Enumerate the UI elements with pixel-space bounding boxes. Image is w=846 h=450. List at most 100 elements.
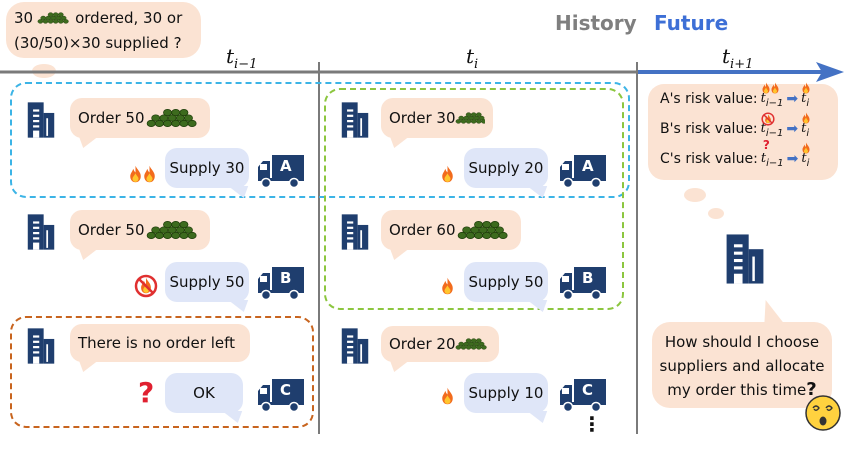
order-text: Order 60: [389, 220, 456, 239]
risk-current: ti: [801, 112, 810, 139]
truck-icon: B: [256, 265, 306, 301]
truck-icon: B: [558, 265, 608, 301]
truck-icon: A: [558, 153, 608, 189]
fire-icon: [130, 165, 141, 183]
question-icon: ?: [762, 138, 770, 152]
future-label: Future: [654, 11, 729, 35]
note-line-2: (30/50)×30 supplied ?: [14, 34, 182, 52]
bean-pile-icon: [458, 220, 509, 240]
no-fire-icon: [761, 112, 775, 126]
current-ab-group: [324, 88, 624, 310]
order-bubble: Order 50: [70, 210, 210, 250]
fire-icon: [802, 112, 810, 124]
bean-pile-icon: [455, 112, 485, 124]
fire-icon: [802, 82, 810, 94]
risk-current: ti: [801, 82, 810, 109]
order-bubble: Order 20: [381, 326, 499, 362]
divider-history-current: [318, 62, 320, 434]
bean-pile-icon: [147, 108, 198, 128]
risk-label: C's risk value:: [660, 151, 758, 168]
bean-pile-icon: [456, 338, 488, 350]
truck-label: B: [582, 269, 594, 287]
supply-bubble: OK: [165, 373, 243, 413]
risk-row-b: B's risk value: ti−1 ➡ ti: [660, 112, 810, 139]
supply-text: OK: [193, 384, 215, 402]
supply-text: Supply 50: [468, 273, 544, 291]
order-text: Order 20: [389, 334, 456, 353]
supply-bubble: Supply 20: [464, 148, 548, 188]
question-icon: ?: [138, 376, 155, 409]
truck-label: A: [280, 157, 292, 175]
truck-icon: C: [558, 377, 608, 413]
divider-current-future: [636, 62, 638, 434]
supplier-c-history-group: [10, 316, 314, 428]
more-suppliers-ellipsis: ⋮: [582, 412, 602, 436]
time-label-prev: ti−1: [226, 44, 258, 72]
question-text: How should I choose suppliers and alloca…: [659, 333, 825, 400]
risk-row-c: C's risk value: ? ti−1 ➡ ti: [660, 138, 810, 169]
building-icon: [341, 214, 369, 250]
supply-bubble: Supply 10: [464, 373, 548, 413]
note-line-1: 30 ordered, 30 or: [14, 9, 182, 27]
thought-dot: [684, 188, 706, 202]
risk-label: A's risk value:: [660, 91, 758, 108]
truck-icon: A: [256, 153, 306, 189]
risk-prev: ? ti−1: [760, 138, 784, 169]
bean-pile-icon: [147, 220, 198, 240]
risk-current: ti: [801, 142, 810, 169]
fire-icon: [442, 277, 453, 295]
bean-pile-icon: [37, 12, 69, 24]
arrow-right-icon: ➡: [786, 151, 799, 168]
risk-thought-bubble: [648, 84, 838, 180]
arrow-right-icon: ➡: [786, 121, 799, 138]
bubble-tail: [755, 300, 785, 324]
question-note-bubble: [6, 2, 201, 58]
fire-icon: [442, 165, 453, 183]
building-icon: [27, 214, 55, 250]
fire-icon: [144, 165, 155, 183]
order-text: There is no order left: [78, 333, 235, 352]
time-label-current: ti: [466, 44, 479, 72]
supply-text: Supply 30: [169, 159, 245, 177]
building-icon: [341, 328, 369, 364]
risk-prev: ti−1: [761, 82, 783, 109]
supply-bubble: Supply 50: [165, 262, 249, 302]
order-text: Order 50: [78, 220, 145, 239]
building-icon: [726, 234, 764, 284]
dizzy-face-icon: [805, 395, 841, 431]
question-bubble: [652, 322, 832, 408]
timeline: [0, 62, 844, 82]
order-bubble: Order 30: [381, 98, 493, 138]
supply-text: Supply 50: [169, 273, 245, 291]
truck-label: C: [280, 381, 292, 399]
order-bubble: Order 60: [381, 210, 521, 250]
supply-bubble: Supply 50: [464, 262, 548, 302]
time-label-next: ti+1: [722, 44, 754, 72]
risk-label: B's risk value:: [660, 121, 758, 138]
history-label: History: [555, 11, 637, 35]
supply-bubble: Supply 30: [165, 148, 249, 188]
arrow-head-icon: [816, 62, 844, 82]
building-icon: [27, 102, 55, 138]
supply-text: Supply 10: [468, 384, 544, 402]
truck-label: C: [582, 381, 594, 399]
supplier-a-group: [10, 82, 630, 198]
arrow-right-icon: ➡: [786, 91, 799, 108]
note-prefix: 30: [14, 9, 34, 27]
note-suffix: ordered, 30 or: [75, 9, 183, 27]
risk-row-a: A's risk value: ti−1 ➡ ti: [660, 82, 810, 109]
order-bubble: There is no order left: [70, 324, 250, 362]
supply-text: Supply 20: [468, 159, 544, 177]
truck-label: B: [280, 269, 292, 287]
fire-icon: [442, 387, 453, 405]
building-icon: [341, 102, 369, 138]
order-text: Order 50: [78, 108, 145, 127]
thought-dot: [708, 208, 724, 219]
building-icon: [27, 328, 55, 364]
truck-label: A: [582, 157, 594, 175]
order-bubble: Order 50: [70, 98, 210, 138]
risk-prev: ti−1: [761, 120, 783, 139]
no-fire-icon: [134, 274, 158, 298]
order-text: Order 30: [389, 108, 456, 127]
fire-icon: [802, 142, 810, 154]
